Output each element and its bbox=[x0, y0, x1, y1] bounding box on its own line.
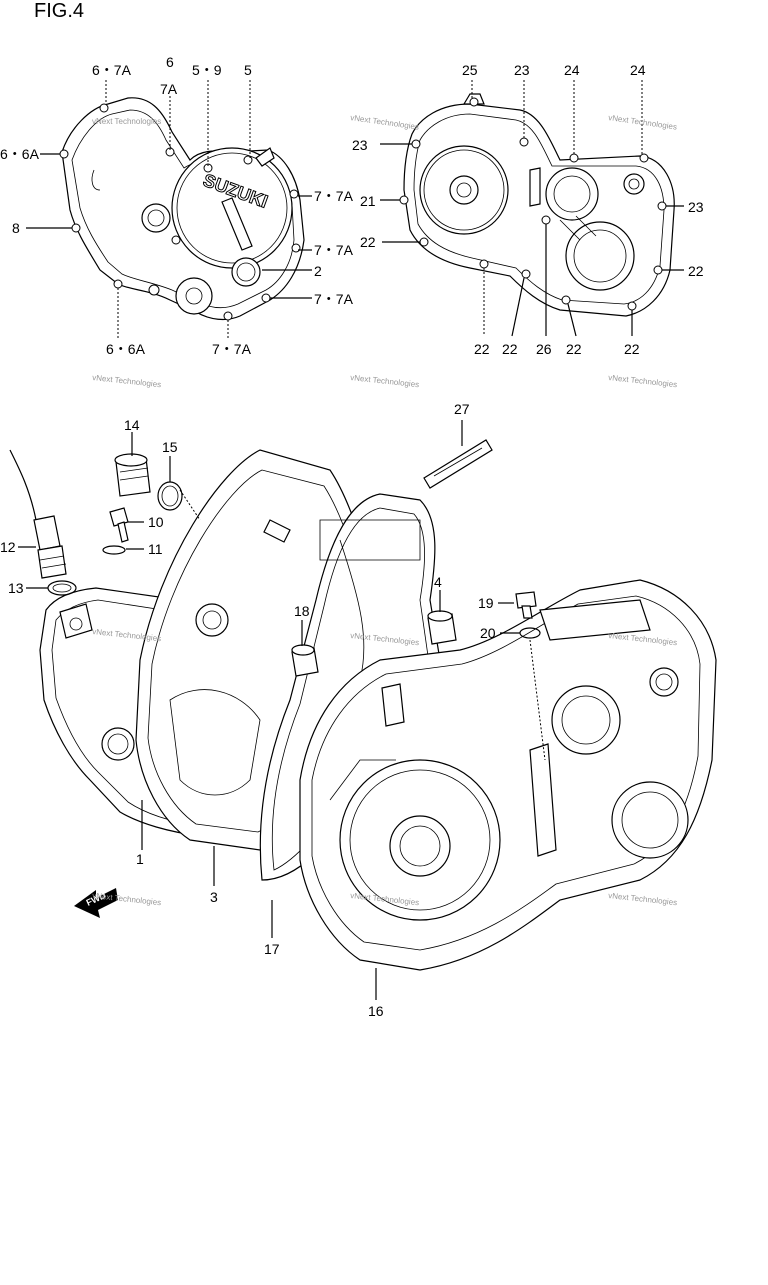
callout-7-7a: 7・7A bbox=[212, 341, 252, 357]
figure-title: FIG.4 bbox=[34, 0, 85, 22]
watermark: vNext Technologies bbox=[92, 373, 162, 389]
callout-22: 22 bbox=[360, 234, 376, 250]
watermark: vNext Technologies bbox=[92, 117, 161, 126]
callout-15: 15 bbox=[162, 439, 178, 455]
callout-19: 19 bbox=[478, 595, 494, 611]
callout-26: 26 bbox=[536, 341, 552, 357]
temp-sensor-12 bbox=[9, 449, 67, 579]
magneto-cover bbox=[399, 93, 675, 317]
watermark: vNext Technologies bbox=[608, 113, 678, 132]
callout-25: 25 bbox=[462, 62, 478, 78]
bolt-10 bbox=[109, 507, 129, 543]
callout-22: 22 bbox=[566, 341, 582, 357]
callout-22: 22 bbox=[688, 263, 704, 279]
callout-7-7a: 7・7A bbox=[314, 242, 354, 258]
callout-labels: 6・7A 6 7A 5・9 5 6・6A 8 7・7A 7・7A 2 7・7A … bbox=[0, 54, 704, 1019]
gasket-13 bbox=[47, 580, 77, 596]
watermark: vNext Technologies bbox=[608, 891, 678, 907]
callout-1: 1 bbox=[136, 851, 144, 867]
callout-16: 16 bbox=[368, 1003, 384, 1019]
crankcase-right bbox=[299, 579, 717, 971]
callout-24: 24 bbox=[630, 62, 646, 78]
callout-17: 17 bbox=[264, 941, 280, 957]
callout-22: 22 bbox=[624, 341, 640, 357]
callout-6-6a: 6・6A bbox=[106, 341, 146, 357]
callout-23: 23 bbox=[352, 137, 368, 153]
callout-4: 4 bbox=[434, 574, 442, 590]
dowel-4 bbox=[427, 610, 457, 645]
watermark: vNext Technologies bbox=[608, 373, 678, 389]
callout-23: 23 bbox=[688, 199, 704, 215]
watermark: vNext Technologies bbox=[350, 113, 420, 132]
callout-8: 8 bbox=[12, 220, 20, 236]
callout-3: 3 bbox=[210, 889, 218, 905]
callout-11: 11 bbox=[148, 541, 163, 557]
oil-filler-cap bbox=[114, 453, 151, 497]
callout-21: 21 bbox=[360, 193, 376, 209]
leader-lines bbox=[18, 80, 684, 1000]
callout-6-7a: 6・7A bbox=[92, 62, 132, 78]
callout-23: 23 bbox=[514, 62, 530, 78]
callout-5-9: 5・9 bbox=[192, 62, 222, 78]
callout-7-7a: 7・7A bbox=[314, 188, 354, 204]
callout-20: 20 bbox=[480, 625, 496, 641]
callout-10: 10 bbox=[148, 514, 164, 530]
callout-13: 13 bbox=[8, 580, 24, 596]
dowel-18 bbox=[291, 644, 319, 677]
fwd-arrow: FWD bbox=[74, 888, 118, 918]
callout-7a: 7A bbox=[160, 81, 178, 97]
callout-14: 14 bbox=[124, 417, 140, 433]
callout-24: 24 bbox=[564, 62, 580, 78]
watermark: vNext Technologies bbox=[350, 373, 420, 389]
callout-2: 2 bbox=[314, 263, 322, 279]
callout-22: 22 bbox=[502, 341, 518, 357]
washer-11 bbox=[102, 545, 126, 555]
callout-27: 27 bbox=[454, 401, 470, 417]
callout-12: 12 bbox=[0, 539, 16, 555]
callout-6: 6 bbox=[166, 54, 174, 70]
clutch-cover: SUZUKI bbox=[59, 97, 305, 321]
o-ring-15 bbox=[157, 481, 183, 511]
callout-18: 18 bbox=[294, 603, 310, 619]
plate-27 bbox=[423, 439, 493, 489]
callout-7-7a: 7・7A bbox=[314, 291, 354, 307]
callout-6-6a: 6・6A bbox=[0, 146, 40, 162]
callout-5: 5 bbox=[244, 62, 252, 78]
callout-22: 22 bbox=[474, 341, 490, 357]
bolt-19 bbox=[515, 591, 537, 619]
